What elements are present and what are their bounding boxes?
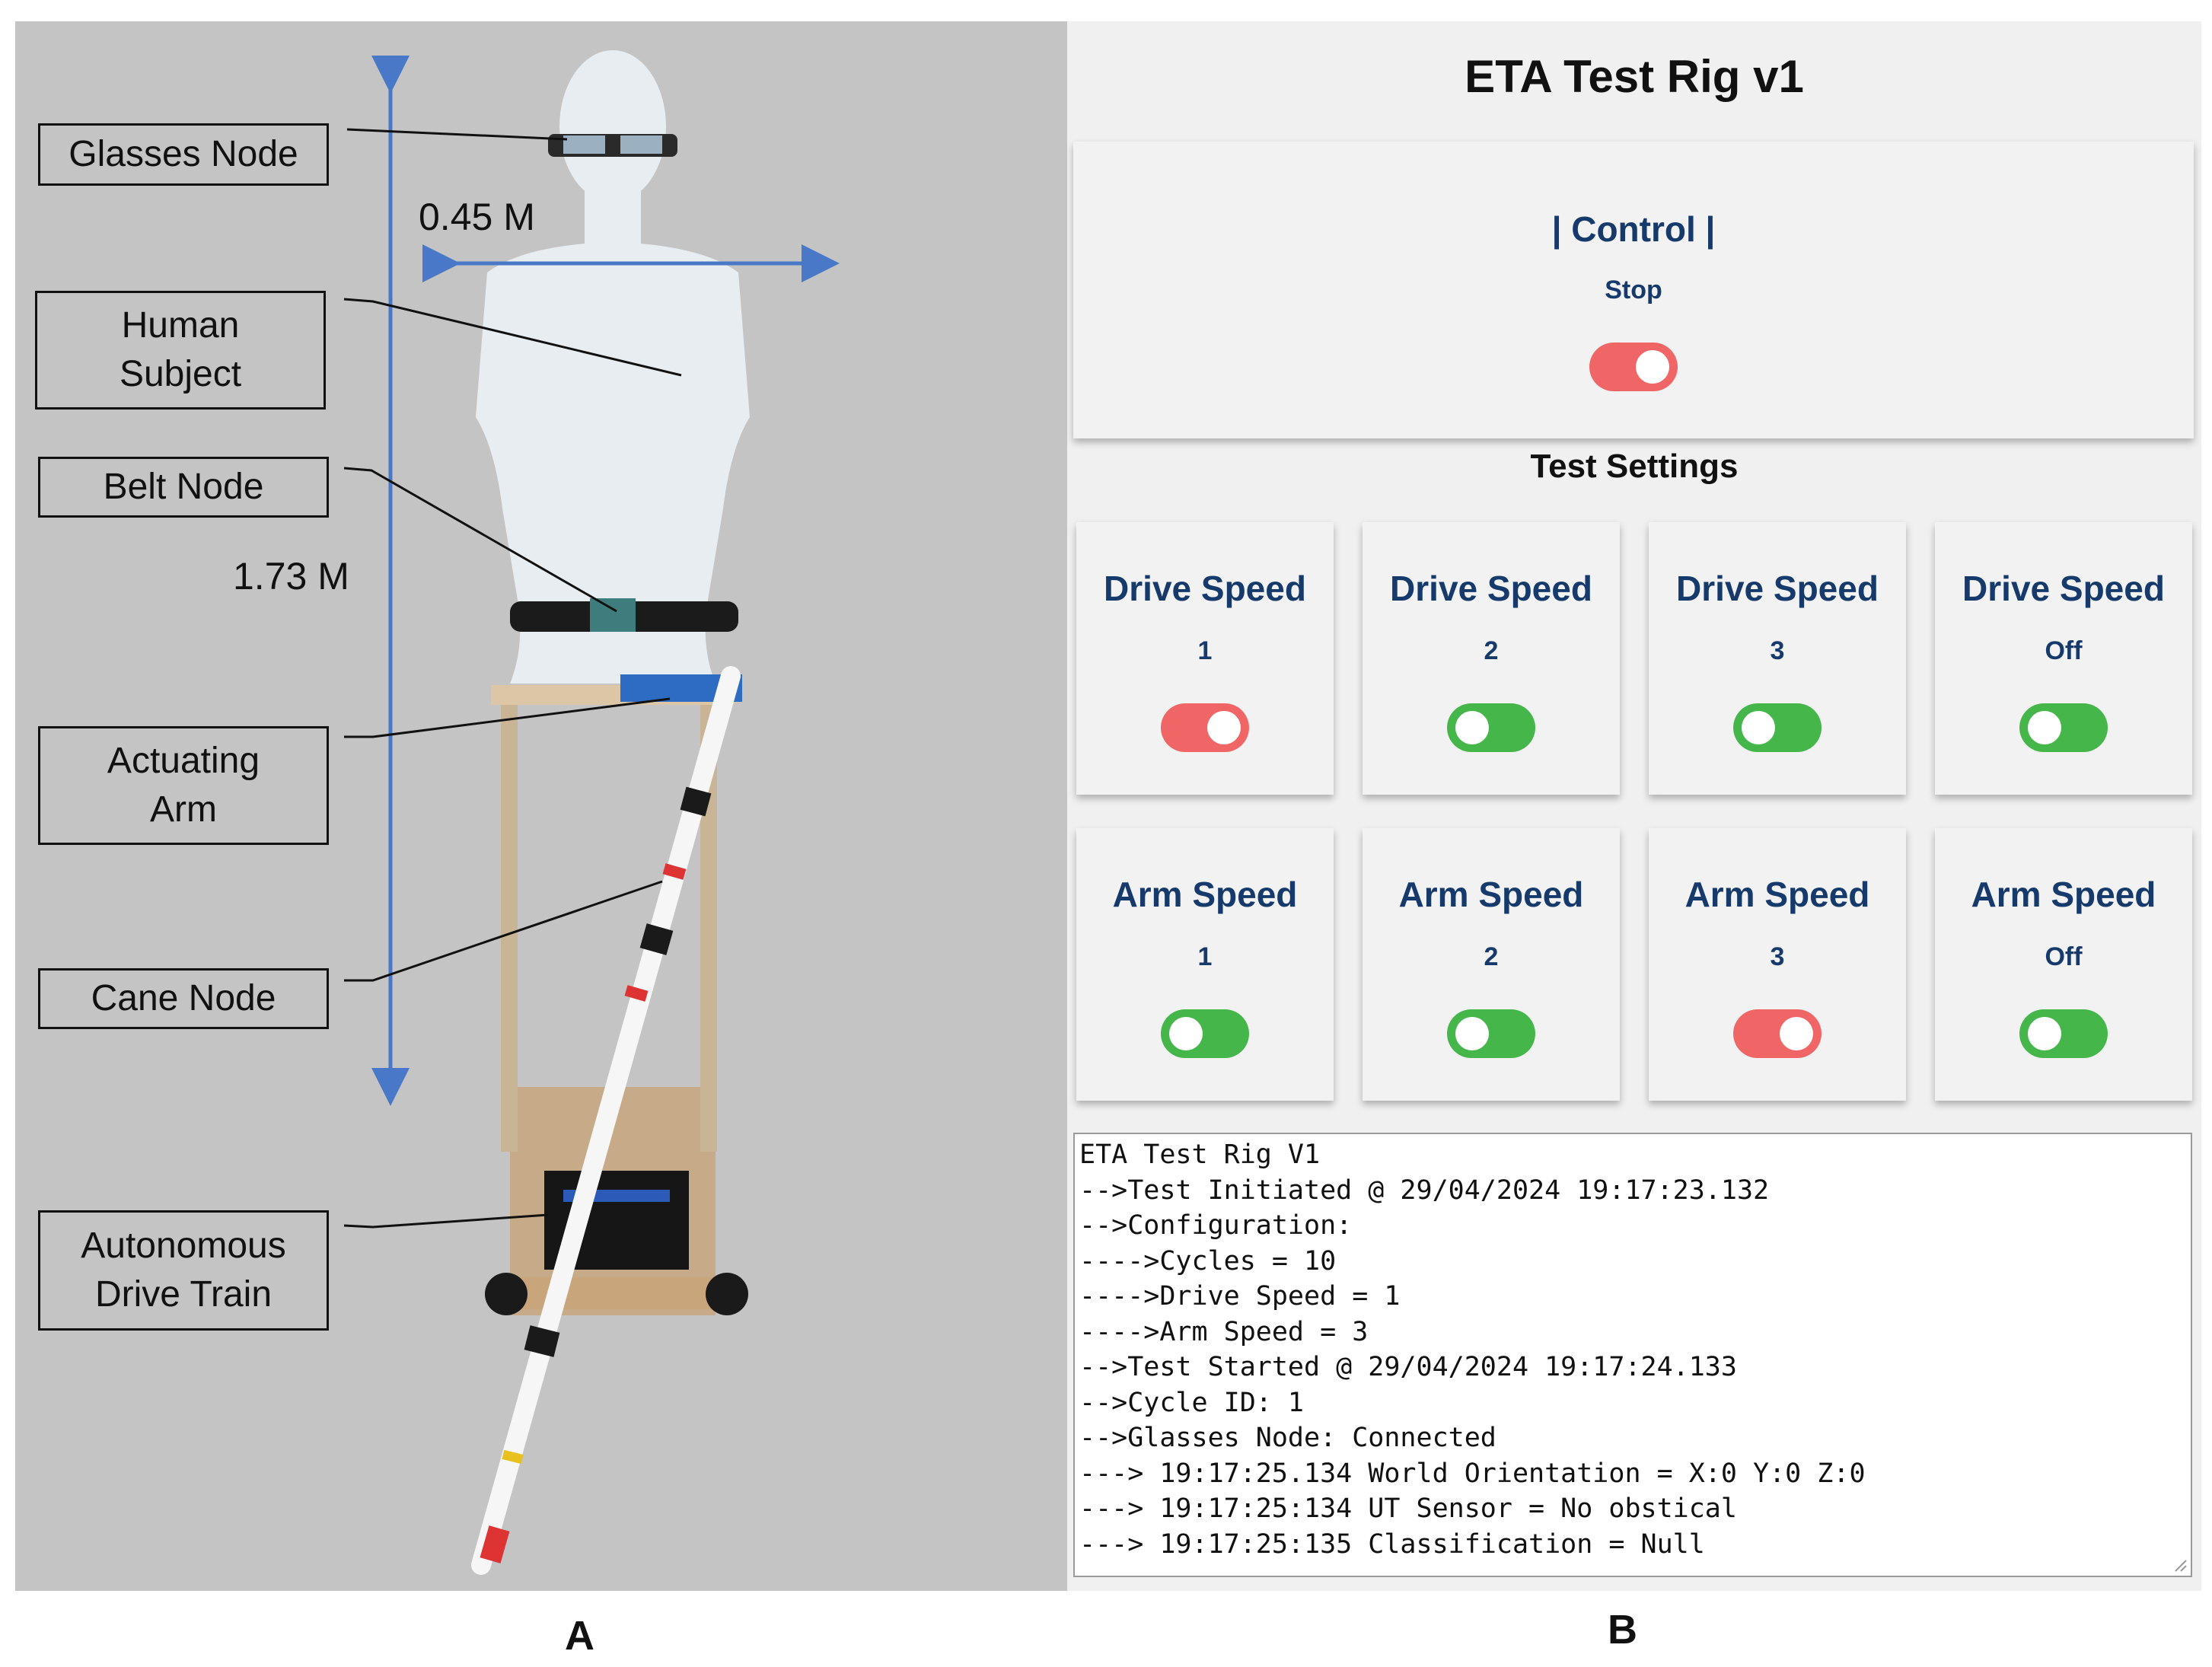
arm-speed-toggle-3[interactable] xyxy=(1733,1009,1822,1058)
height-measurement: 1.73 M xyxy=(233,555,349,598)
drive-speed-value: 3 xyxy=(1770,636,1785,665)
callout-label: Autonomous xyxy=(81,1226,286,1266)
arm-speed-toggle-off[interactable] xyxy=(2019,1009,2108,1058)
arm-speed-title: Arm Speed xyxy=(1971,875,2156,914)
drive-speed-value: 1 xyxy=(1197,636,1213,665)
drive-speed-toggle-off[interactable] xyxy=(2019,703,2108,752)
callout-actuating-arm: Actuating Arm xyxy=(38,726,329,845)
resize-grip-icon[interactable] xyxy=(2172,1557,2188,1573)
log-line: ---> 19:17:25.134 World Orientation = X:… xyxy=(1079,1458,1866,1489)
log-line: -->Glasses Node: Connected xyxy=(1079,1423,1496,1453)
callout-cane-node: Cane Node xyxy=(38,968,329,1029)
drive-speed-title: Drive Speed xyxy=(1104,569,1306,608)
toggle-knob xyxy=(1636,350,1669,384)
log-line: ETA Test Rig V1 xyxy=(1079,1139,1321,1170)
log-line: ---->Cycles = 10 xyxy=(1079,1245,1337,1277)
log-line: ---> 19:17:25:134 UT Sensor = No obstica… xyxy=(1079,1493,1737,1524)
drive-speed-value: Off xyxy=(2045,636,2083,665)
toggle-knob xyxy=(1742,711,1775,744)
toggle-knob xyxy=(1207,711,1241,744)
log-line: -->Test Started @ 29/04/2024 19:17:24.13… xyxy=(1079,1352,1737,1382)
log-line: -->Cycle ID: 1 xyxy=(1079,1387,1305,1418)
arm-speed-value: Off xyxy=(2045,942,2083,971)
eta-control-app: ETA Test Rig v1 | Control | Stop Test Se… xyxy=(1067,21,2201,1591)
callout-label: Subject xyxy=(119,354,242,394)
control-title: | Control | xyxy=(1551,209,1716,249)
drive-speed-card-3: Drive Speed 3 xyxy=(1649,522,1906,795)
toggle-knob xyxy=(1169,1017,1203,1050)
log-console[interactable]: ETA Test Rig V1 -->Test Initiated @ 29/0… xyxy=(1073,1133,2192,1577)
control-toggle[interactable] xyxy=(1589,343,1678,391)
arm-speed-toggle-1[interactable] xyxy=(1161,1009,1249,1058)
width-measurement: 0.45 M xyxy=(419,196,535,238)
arm-speed-card-2: Arm Speed 2 xyxy=(1363,828,1620,1101)
cane-drawing xyxy=(471,666,741,1575)
arm-speed-toggle-2[interactable] xyxy=(1447,1009,1535,1058)
figure-label-a: A xyxy=(565,1613,594,1659)
control-card: | Control | Stop xyxy=(1073,142,2194,438)
drive-speed-toggle-2[interactable] xyxy=(1447,703,1535,752)
control-state: Stop xyxy=(1605,276,1662,304)
figure-label-b: B xyxy=(1608,1607,1637,1653)
drive-speed-title: Drive Speed xyxy=(1676,569,1879,608)
callout-label: Cane Node xyxy=(91,978,276,1018)
arm-speed-title: Arm Speed xyxy=(1684,875,1870,914)
toggle-knob xyxy=(2028,711,2061,744)
arm-speed-value: 2 xyxy=(1484,942,1499,971)
callout-drive-train: Autonomous Drive Train xyxy=(38,1210,329,1331)
toggle-knob xyxy=(2028,1017,2061,1050)
callout-glasses-node: Glasses Node xyxy=(38,123,329,186)
log-line: ---->Arm Speed = 3 xyxy=(1079,1316,1369,1347)
callout-belt-node: Belt Node xyxy=(38,457,329,518)
log-line: ---> 19:17:25:135 Classification = Null xyxy=(1079,1528,1705,1560)
callout-human-subject: Human Subject xyxy=(35,291,326,410)
arm-speed-card-1: Arm Speed 1 xyxy=(1076,828,1334,1101)
app-title: ETA Test Rig v1 xyxy=(1465,51,1804,102)
drive-speed-title: Drive Speed xyxy=(1390,569,1592,608)
leader-lines xyxy=(343,128,682,1229)
callout-label: Drive Train xyxy=(94,1274,273,1315)
test-settings-heading: Test Settings xyxy=(1530,448,1739,485)
rig-illustration xyxy=(343,50,840,1575)
drive-speed-card-off: Drive Speed Off xyxy=(1935,522,2192,795)
log-line: -->Test Initiated @ 29/04/2024 19:17:23.… xyxy=(1079,1175,1770,1206)
drive-speed-card-1: Drive Speed 1 xyxy=(1076,522,1334,795)
drive-speed-title: Drive Speed xyxy=(1962,569,2165,608)
mannequin-drawing xyxy=(476,50,750,684)
arm-speed-value: 3 xyxy=(1770,942,1785,971)
glasses-drawing xyxy=(548,134,677,157)
arm-speed-card-3: Arm Speed 3 xyxy=(1649,828,1906,1101)
log-line: ---->Drive Speed = 1 xyxy=(1079,1281,1401,1312)
callout-label: Human xyxy=(121,305,240,346)
arm-speed-title: Arm Speed xyxy=(1112,875,1298,914)
drive-speed-toggle-3[interactable] xyxy=(1733,703,1822,752)
arm-speed-title: Arm Speed xyxy=(1398,875,1584,914)
toggle-knob xyxy=(1780,1017,1813,1050)
callout-label: Arm xyxy=(150,789,217,830)
toggle-knob xyxy=(1455,1017,1489,1050)
drive-speed-value: 2 xyxy=(1484,636,1499,665)
rig-photo-panel: Glasses Node Human Subject Belt Node Act… xyxy=(15,21,1067,1591)
arm-speed-value: 1 xyxy=(1197,942,1213,971)
callout-label: Glasses Node xyxy=(69,134,298,174)
log-line: -->Configuration: xyxy=(1079,1210,1353,1241)
drive-speed-card-2: Drive Speed 2 xyxy=(1363,522,1620,795)
drive-speed-toggle-1[interactable] xyxy=(1161,703,1249,752)
callout-label: Belt Node xyxy=(103,467,264,507)
callout-label: Actuating xyxy=(107,741,260,781)
arm-speed-card-off: Arm Speed Off xyxy=(1935,828,2192,1101)
toggle-knob xyxy=(1455,711,1489,744)
